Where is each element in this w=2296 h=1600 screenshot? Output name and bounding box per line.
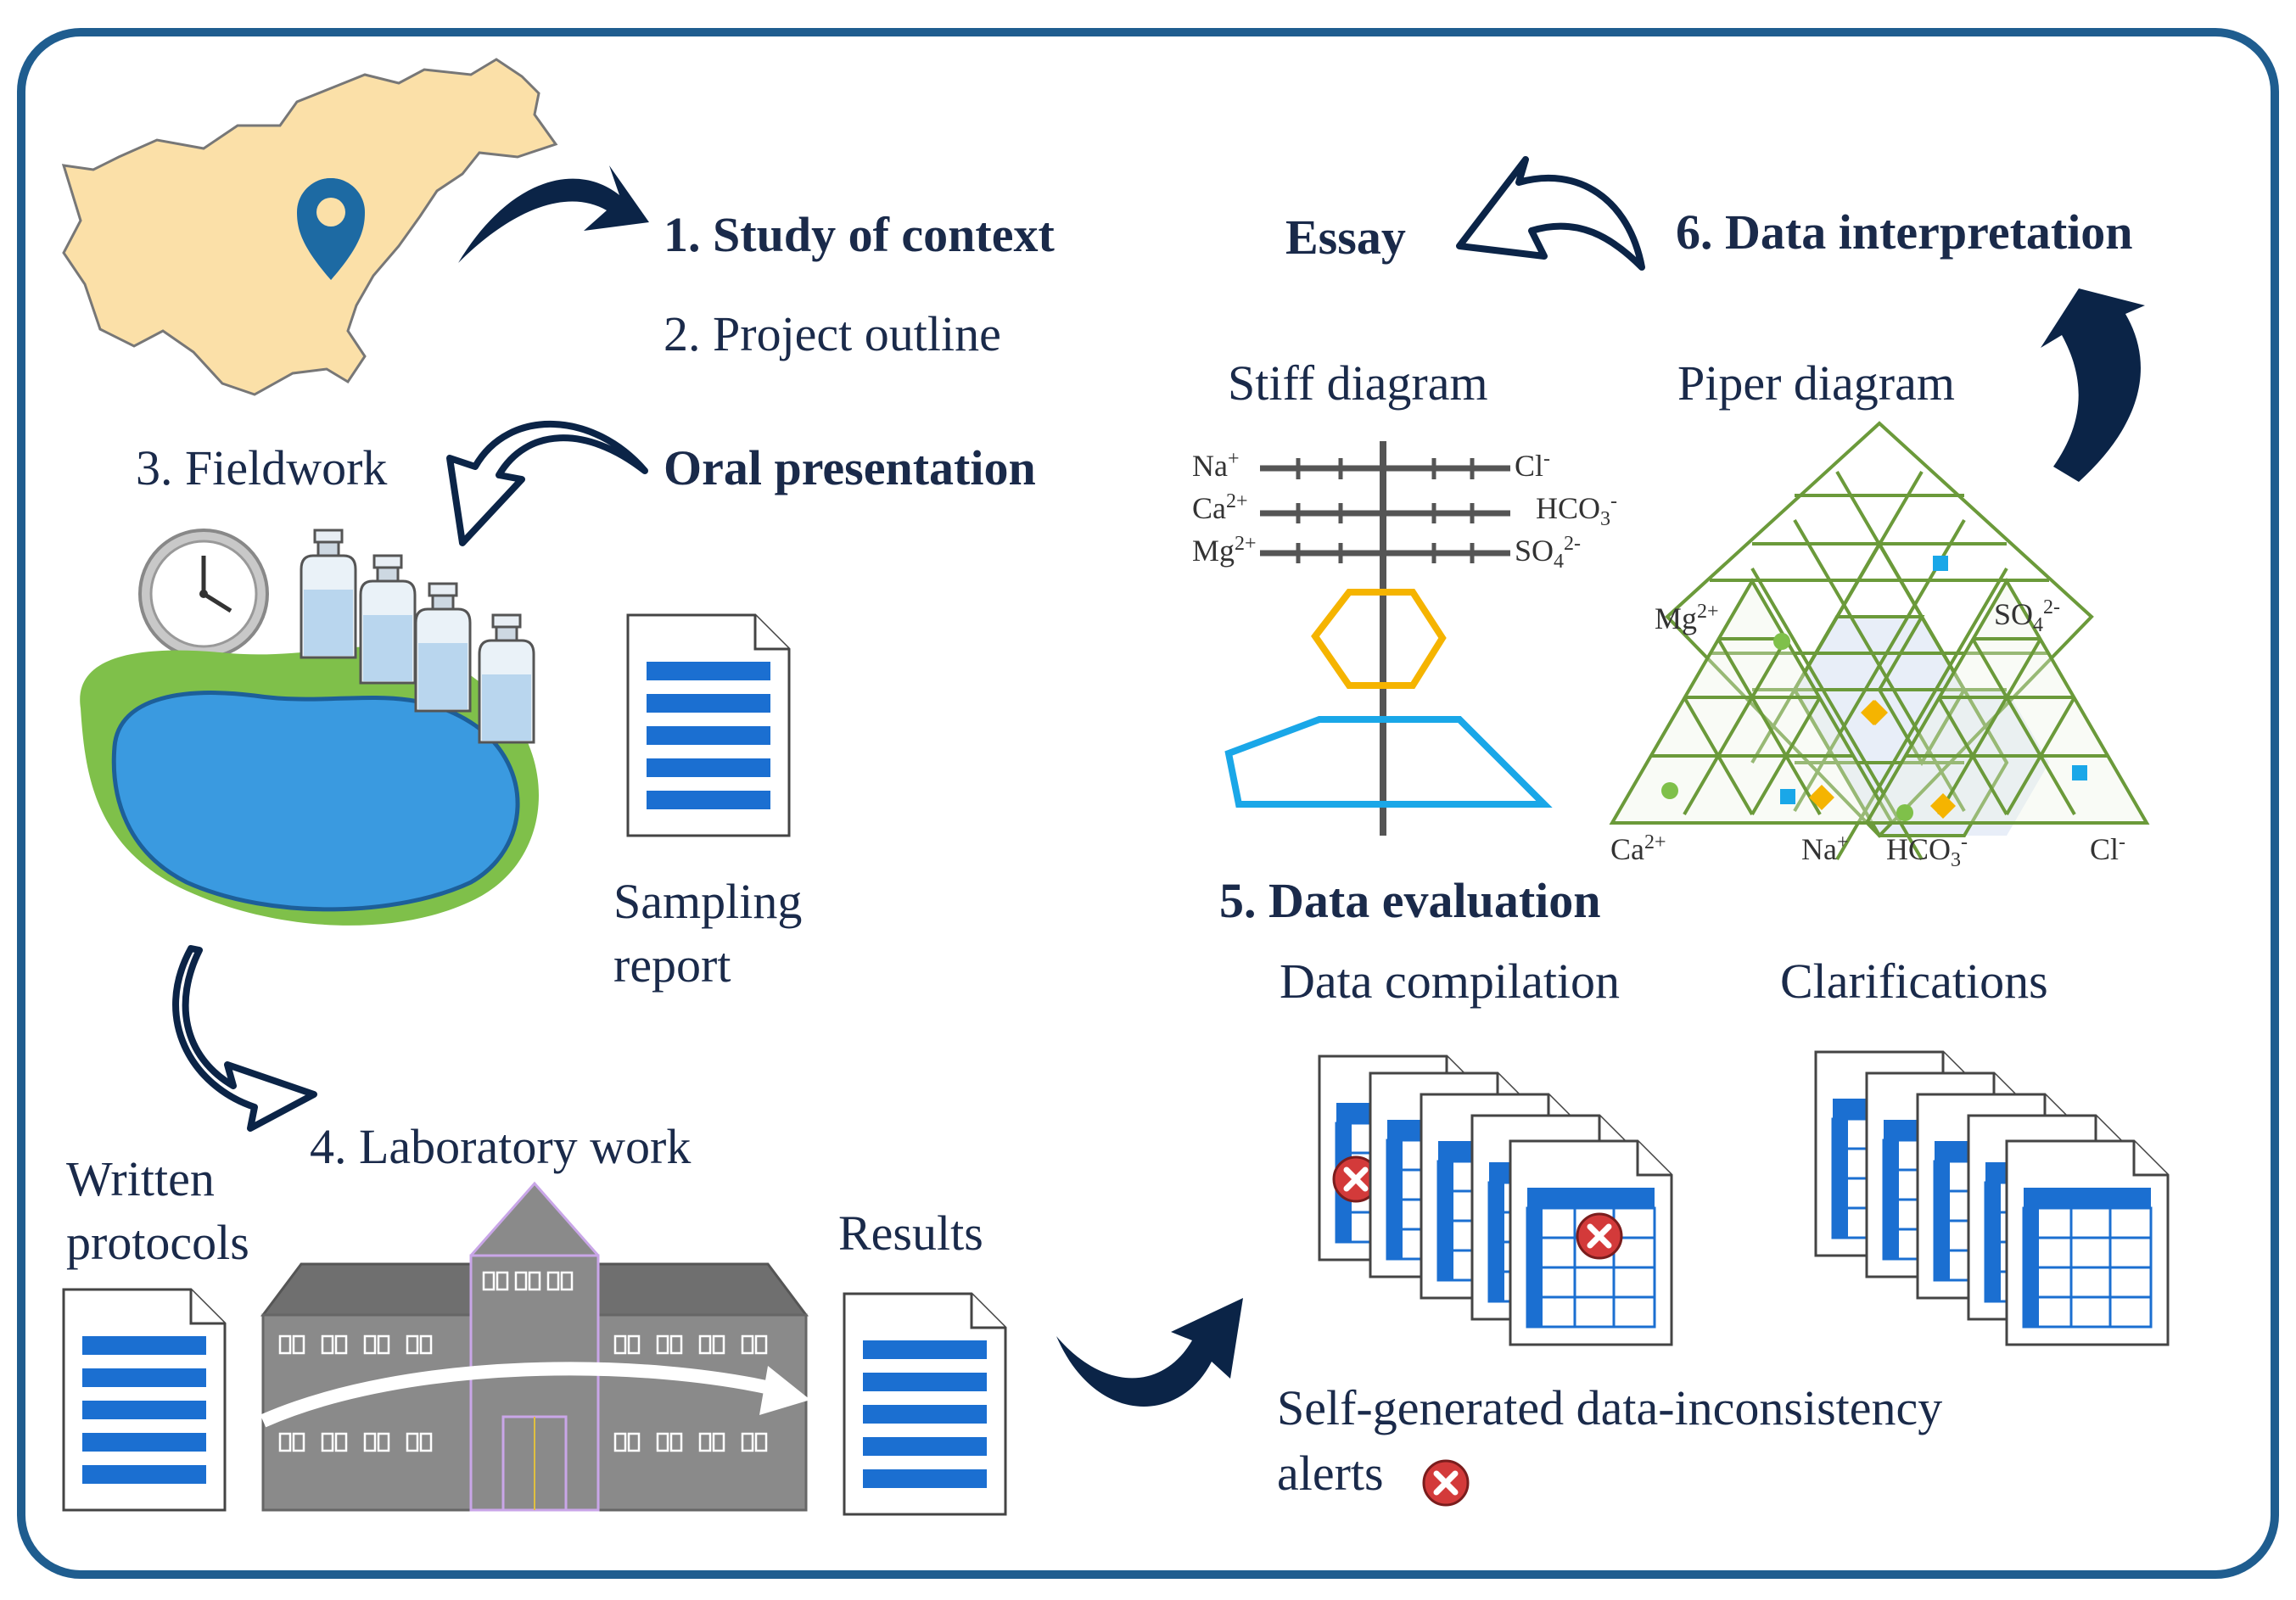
stiff-ion-so4: SO42- [1515, 533, 1582, 573]
location-pin-icon [297, 178, 365, 280]
piper-ion-cl: Cl- [2090, 831, 2126, 866]
sampling-report-label: Sampling report [613, 874, 803, 993]
piper-ion-so4: SO42- [1994, 596, 2061, 637]
piper-diagram [1609, 421, 2150, 861]
lake [111, 691, 520, 912]
piper-ion-ca: Ca2+ [1610, 831, 1666, 866]
arrow-map-to-context [458, 165, 649, 263]
step-laboratory-work: 4. Laboratory work [310, 1119, 692, 1174]
stiff-ion-hco3: HCO3- [1536, 490, 1618, 531]
data-compilation-label: Data compilation [1280, 954, 1621, 1009]
step-data-evaluation: 5. Data evaluation [1219, 873, 1601, 928]
alerts-label-line2: alerts [1277, 1446, 1384, 1501]
outer-frame [17, 28, 2279, 1579]
results-document [843, 1292, 1007, 1516]
piper-ion-hco3: HCO3- [1886, 831, 1968, 872]
piper-samples [1661, 556, 2087, 821]
clarifications-label: Clarifications [1780, 954, 2048, 1009]
arrow-oral-to-fieldwork [446, 420, 648, 546]
arrow-interpretation-to-essay [1456, 156, 1645, 271]
step-study-of-context: 1. Study of context [664, 207, 1055, 262]
stiff-ion-na: Na+ [1192, 448, 1240, 483]
stiff-ion-cl: Cl- [1515, 448, 1551, 483]
step-project-outline: 2. Project outline [664, 306, 1001, 361]
laboratory-building [260, 1181, 810, 1512]
stiff-diagram [1224, 441, 1553, 836]
stiff-ion-ca: Ca2+ [1192, 490, 1248, 525]
piper-diagram-title: Piper diagram [1677, 355, 1955, 411]
arrow-fieldwork-to-lab [172, 945, 317, 1132]
stiff-diagram-title: Stiff diagram [1228, 355, 1488, 411]
clock-icon [138, 529, 269, 659]
essay-label: Essay [1285, 210, 1406, 265]
alerts-label-line1: Self-generated data-inconsistency [1277, 1380, 1943, 1435]
written-protocols-label: Written protocols [66, 1151, 249, 1271]
written-protocols-document [62, 1288, 227, 1512]
arrow-results-to-evaluation [1056, 1298, 1243, 1407]
piper-ion-na: Na+ [1801, 831, 1849, 866]
oral-presentation-label: Oral presentation [664, 440, 1036, 495]
results-label: Results [838, 1206, 983, 1261]
step-data-interpretation: 6. Data interpretation [1676, 204, 2133, 260]
step-fieldwork: 3. Fieldwork [136, 440, 388, 495]
piper-ion-mg: Mg2+ [1655, 601, 1719, 635]
stiff-ion-mg: Mg2+ [1192, 533, 1257, 568]
arrow-piper-to-interpretation [2041, 288, 2145, 482]
alert-icon [1424, 1461, 1468, 1505]
sampling-report-document [626, 613, 791, 837]
